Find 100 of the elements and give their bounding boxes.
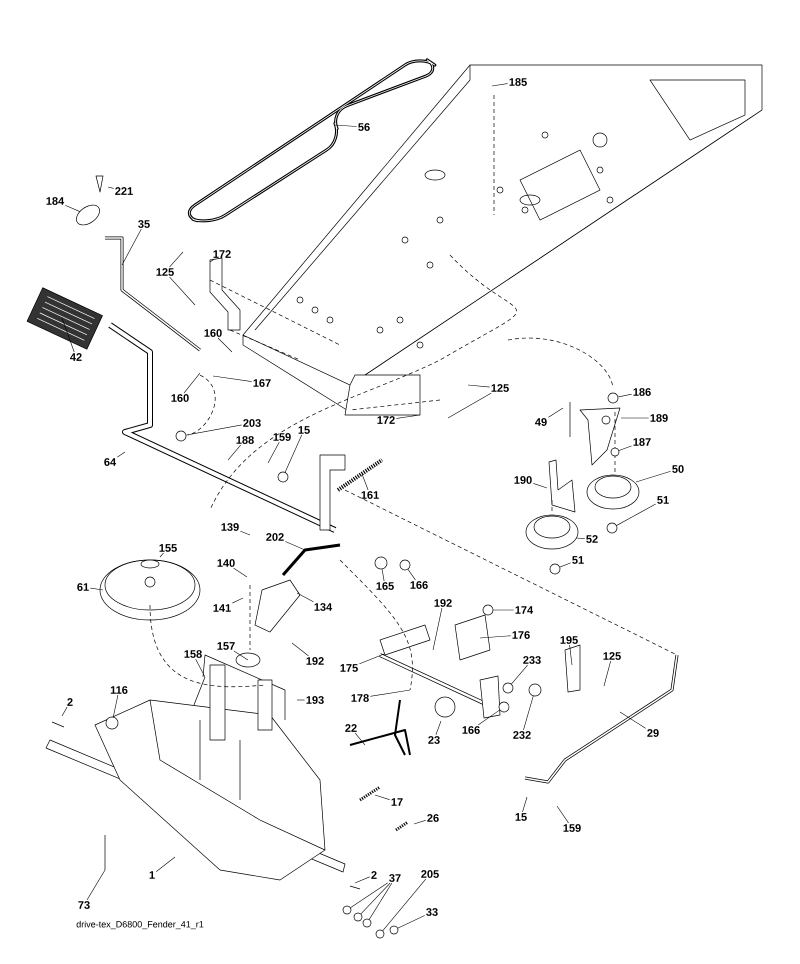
callout-number: 134 bbox=[314, 603, 332, 611]
callout-number: 160 bbox=[204, 329, 222, 337]
callout-number: 158 bbox=[184, 650, 202, 658]
callout-number: 61 bbox=[77, 583, 89, 591]
washer bbox=[498, 702, 510, 712]
callout-number: 15 bbox=[516, 813, 527, 821]
callout-number: 125 bbox=[156, 268, 174, 276]
leader-line bbox=[354, 732, 366, 746]
leader-line bbox=[556, 806, 569, 824]
leader-line bbox=[533, 483, 548, 488]
leader-line bbox=[233, 568, 248, 578]
callout-number: 35 bbox=[138, 220, 150, 228]
washer bbox=[106, 716, 118, 730]
leader-line bbox=[228, 444, 241, 460]
callout-number: 172 bbox=[214, 250, 231, 258]
leader-line bbox=[186, 424, 242, 436]
leader-line bbox=[86, 870, 106, 900]
callout-number: 116 bbox=[110, 686, 128, 694]
callout-number: 1 bbox=[150, 871, 155, 879]
leader-line bbox=[218, 338, 232, 352]
callout-number: 233 bbox=[523, 656, 541, 664]
callout-number: 165 bbox=[376, 582, 394, 590]
leader-line bbox=[569, 644, 572, 666]
leader-line bbox=[296, 592, 314, 602]
leader-line bbox=[232, 598, 244, 604]
washer bbox=[376, 930, 384, 938]
callout-number: 157 bbox=[218, 642, 235, 650]
drawing-code: drive-tex_D6800_Fender_41_r1 bbox=[76, 920, 204, 930]
leader-line bbox=[268, 442, 280, 464]
washer bbox=[606, 522, 618, 534]
washer bbox=[362, 918, 372, 928]
leader-line bbox=[511, 664, 528, 684]
callout-number: 167 bbox=[254, 379, 271, 387]
callout-number: 186 bbox=[634, 388, 651, 396]
leader-line bbox=[414, 820, 426, 824]
leader-line bbox=[478, 710, 500, 726]
leader-line bbox=[618, 394, 632, 398]
leader-line bbox=[234, 650, 248, 660]
callout-number: 2 bbox=[67, 698, 73, 706]
callout-number: 51 bbox=[657, 496, 669, 504]
leader-line bbox=[122, 228, 142, 266]
washer bbox=[550, 564, 560, 574]
callout-number: 155 bbox=[160, 544, 177, 552]
callout-number: 205 bbox=[421, 870, 439, 878]
leader-line bbox=[374, 794, 390, 800]
leader-line bbox=[468, 384, 490, 388]
callout-number: 159 bbox=[274, 433, 291, 441]
leader-line bbox=[354, 876, 370, 884]
leader-line bbox=[360, 882, 390, 914]
washer bbox=[342, 906, 352, 914]
callout-number: 2 bbox=[371, 871, 377, 879]
callout-number: 42 bbox=[70, 353, 82, 361]
callout-number: 188 bbox=[236, 436, 254, 444]
callout-number: 50 bbox=[672, 465, 684, 473]
leader-line bbox=[432, 608, 442, 650]
callout-number: 125 bbox=[492, 384, 509, 392]
leader-line bbox=[156, 856, 176, 872]
callout-number: 33 bbox=[426, 908, 438, 916]
callout-number: 160 bbox=[172, 394, 189, 402]
callout-number: 203 bbox=[243, 419, 261, 427]
callout-number: 125 bbox=[604, 652, 621, 660]
callout-number: 195 bbox=[560, 636, 578, 644]
washer bbox=[608, 392, 618, 404]
leader-line bbox=[350, 882, 388, 908]
leader-line bbox=[359, 654, 384, 664]
callout-number: 29 bbox=[647, 729, 659, 737]
washer bbox=[610, 448, 620, 456]
leader-line bbox=[210, 258, 215, 262]
leader-line bbox=[548, 408, 564, 418]
leader-line bbox=[184, 372, 200, 394]
callout-number: 174 bbox=[516, 606, 534, 614]
washer bbox=[278, 472, 288, 482]
callout-number: 178 bbox=[352, 694, 369, 702]
leader-line bbox=[362, 474, 368, 490]
callout-number: 192 bbox=[434, 599, 452, 607]
washer bbox=[176, 430, 186, 442]
callout-number: 176 bbox=[512, 631, 530, 639]
leader-line bbox=[284, 434, 302, 472]
callout-number: 221 bbox=[115, 187, 133, 195]
callout-number: 140 bbox=[218, 559, 235, 567]
leader-line bbox=[492, 83, 508, 86]
leader-line bbox=[370, 690, 410, 697]
callout-number: 202 bbox=[266, 533, 284, 541]
callout-number: 52 bbox=[586, 535, 598, 543]
leader-line bbox=[113, 694, 118, 718]
leader-line bbox=[618, 446, 632, 451]
leader-line bbox=[240, 530, 250, 536]
callout-number: 73 bbox=[78, 901, 90, 909]
callout-number: 184 bbox=[46, 197, 64, 205]
leader-line bbox=[448, 392, 492, 418]
leader-line bbox=[560, 562, 571, 568]
leader-line bbox=[636, 470, 671, 482]
callout-number: 185 bbox=[510, 78, 527, 86]
callout-number: 166 bbox=[410, 581, 428, 589]
leader-line bbox=[408, 569, 416, 580]
callout-number: 22 bbox=[345, 724, 357, 732]
leader-line bbox=[169, 276, 196, 306]
callout-number: 15 bbox=[298, 426, 310, 434]
leader-line bbox=[480, 635, 511, 638]
leader-line bbox=[212, 376, 252, 382]
